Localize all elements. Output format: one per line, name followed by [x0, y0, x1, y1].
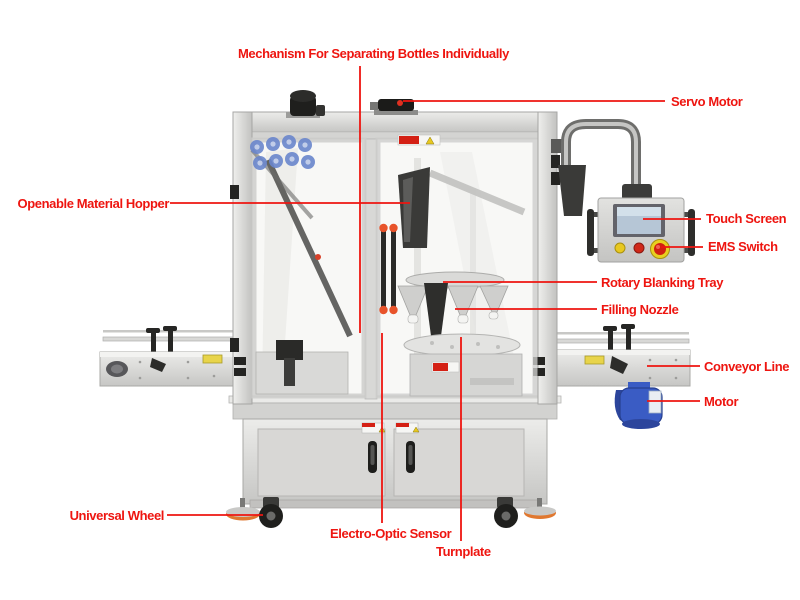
- panel-arm: [551, 119, 652, 216]
- label-servo-motor: Servo Motor: [671, 94, 743, 109]
- instruction-icons: [250, 135, 315, 170]
- mid-machinery: [255, 340, 523, 397]
- guide-rail-clamps: [603, 324, 635, 354]
- servo-motor-unit: [370, 99, 418, 115]
- label-electro-optic-sensor: Electro-Optic Sensor: [330, 526, 452, 541]
- conveyor-left: [99, 326, 235, 387]
- label-filling-nozzle: Filling Nozzle: [601, 302, 679, 317]
- label-ems-switch: EMS Switch: [708, 239, 778, 254]
- warning-sticker: [395, 422, 420, 434]
- top-motor: [286, 90, 325, 118]
- label-motor: Motor: [704, 394, 739, 409]
- cabinet-door-right: [393, 428, 525, 497]
- yellow-button: [614, 242, 626, 254]
- label-conveyor-line: Conveyor Line: [704, 359, 790, 374]
- label-material-hopper: Openable Material Hopper: [17, 196, 170, 211]
- label-mechanism: Mechanism For Separating Bottles Individ…: [238, 46, 509, 61]
- label-touch-screen: Touch Screen: [706, 211, 787, 226]
- label-turnplate: Turnplate: [436, 544, 491, 559]
- safety-tag: [584, 355, 605, 365]
- material-hopper: [398, 167, 430, 248]
- ems-button: [650, 239, 670, 259]
- door-handle-bars: [379, 223, 398, 315]
- leader-lines: [167, 66, 703, 541]
- label-rotary-tray: Rotary Blanking Tray: [601, 275, 724, 290]
- warning-sticker: [397, 134, 441, 146]
- control-panel: [587, 197, 695, 263]
- guide-rail-clamps: [146, 326, 177, 355]
- panel-handle: [587, 209, 594, 256]
- red-button: [633, 242, 645, 254]
- filling-nozzles: [397, 285, 509, 324]
- turnplate-disc: [403, 333, 521, 357]
- conveyor-right: [555, 324, 691, 429]
- panel-handle: [688, 209, 695, 256]
- cabinet-door-left: [257, 428, 386, 497]
- warning-sticker: [431, 361, 460, 373]
- machine-frame: [230, 111, 560, 405]
- machine-cabinet: [228, 395, 562, 509]
- filling-station: [397, 271, 521, 357]
- label-universal-wheel: Universal Wheel: [69, 508, 165, 523]
- safety-tag: [202, 354, 223, 364]
- drive-motor: [614, 382, 663, 429]
- caster-wheels: [226, 497, 556, 528]
- hinge: [230, 155, 560, 376]
